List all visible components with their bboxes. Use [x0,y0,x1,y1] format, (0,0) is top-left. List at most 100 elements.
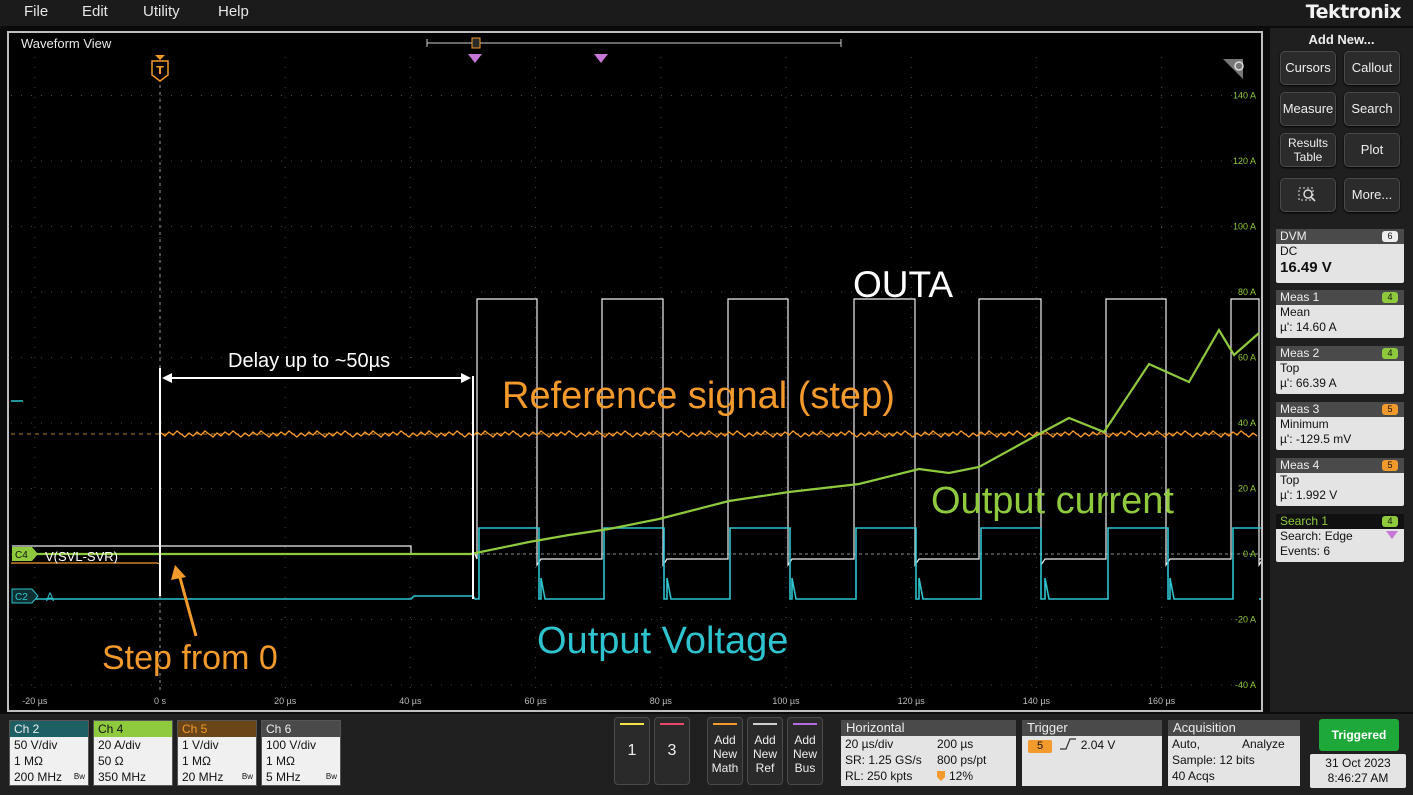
c2-badge-label: C2 [15,592,28,603]
ch2-scale: 50 V/div [10,737,88,753]
ch2-title: Ch 2 [10,721,88,737]
time-axis-label: 120 µs [898,696,926,706]
zoom-corner-icon [1223,59,1243,79]
meas-source-badge: 5 [1382,460,1398,471]
ch4-badge[interactable]: Ch 4 20 A/div 50 Ω 350 MHz [93,720,173,786]
output-current-annotation: Output current [931,480,1174,522]
menu-bar: File Edit Utility Help Tektronix [0,0,1413,26]
menu-help[interactable]: Help [218,3,249,20]
current-axis-label: 20 A [1238,484,1256,494]
menu-utility[interactable]: Utility [143,3,180,20]
reference-annotation: Reference signal (step) [502,375,895,417]
zoom-button[interactable] [1280,178,1336,212]
ch4-title: Ch 4 [94,721,172,737]
time-axis-label: 20 µs [274,696,297,706]
cursors-button[interactable]: Cursors [1280,51,1336,85]
record-length: RL: 250 kpts [845,769,913,783]
time-axis-label: 160 µs [1148,696,1176,706]
ch6-title: Ch 6 [262,721,340,737]
time-axis-label: 60 µs [524,696,547,706]
search-mark-icon [594,54,608,63]
ref-color-bar [753,723,777,725]
horizontal-title: Horizontal [841,720,1016,736]
outa-waveform [411,298,1261,567]
menu-file[interactable]: File [24,3,49,20]
time-axis-label: 140 µs [1023,696,1051,706]
add-new-bus-label: Add New Bus [792,733,817,775]
trigger-status-button[interactable]: Triggered [1319,719,1399,751]
search-source-badge: 4 [1382,516,1398,527]
search-button[interactable]: Search [1344,92,1400,126]
add-new-ref-button[interactable]: Add New Ref [747,717,783,785]
horizontal-scale: 20 µs/div [845,737,894,751]
ch6-termination: 1 MΩ [262,753,340,769]
trigger-level: 2.04 V [1080,738,1116,752]
time-axis-label: 100 µs [772,696,800,706]
math-3-color-bar [660,723,684,725]
c2-waveform-label: A [46,590,54,604]
time: 8:46:27 AM [1327,771,1389,785]
output-current-waveform [12,327,1260,556]
acquisition-title: Acquisition [1168,720,1300,736]
search-events: Events: 6 [1280,544,1331,558]
math-3-button[interactable]: 3 [654,717,690,785]
waveform-view-title: Waveform View [21,36,112,51]
meas-type: Mean [1280,305,1311,319]
trigger-badge[interactable]: Trigger 5 2.04 V [1022,720,1162,786]
callout-button[interactable]: Callout [1344,51,1400,85]
bandwidth-limit-icon: Bw [241,772,253,781]
delay-annotation: Delay up to ~50µs [228,350,390,372]
meas-value: µ': 14.60 A [1280,320,1337,334]
meas-type: Minimum [1280,417,1329,431]
plot-button[interactable]: Plot [1344,133,1400,167]
time-axis-label: 80 µs [650,696,673,706]
meas-source-badge: 4 [1382,348,1398,359]
results-table-button[interactable]: Results Table [1280,133,1336,167]
meas-title: Meas 1 [1280,290,1320,304]
math-1-button[interactable]: 1 [614,717,650,785]
trigger-position-marker [151,60,169,82]
rising-edge-icon [1060,738,1077,750]
add-new-bus-button[interactable]: Add New Bus [787,717,823,785]
ch6-scale: 100 V/div [262,737,340,753]
meas-title: Meas 2 [1280,346,1320,360]
results-bar: Add New... Cursors Callout Measure Searc… [1270,28,1413,712]
sample-rate: SR: 1.25 GS/s [845,753,922,767]
ch4-bandwidth: 350 MHz [94,769,172,785]
math-1-color-bar [620,723,644,725]
delay-arrow-right-head [461,373,471,383]
add-new-title: Add New... [1308,32,1375,47]
time-axis-label: 0 s [154,696,167,706]
graticule [11,57,1259,693]
acquisition-badge[interactable]: Acquisition Auto,Analyze Sample: 12 bits… [1168,720,1300,786]
more-button[interactable]: More... [1344,178,1400,212]
output-voltage-annotation: Output Voltage [537,620,788,662]
measure-button[interactable]: Measure [1280,92,1336,126]
dvm-value: 16.49 V [1280,259,1332,276]
meas-title: Meas 4 [1280,458,1320,472]
horizontal-position: 12% [949,769,974,783]
acquisition-mode: Auto, [1172,737,1201,751]
add-new-math-button[interactable]: Add New Math [707,717,743,785]
add-new-ref-label: Add New Ref [752,733,777,775]
meas-value: µ': 66.39 A [1280,376,1337,390]
c4-badge-label: C4 [15,550,28,561]
ch5-title: Ch 5 [178,721,256,737]
menu-edit[interactable]: Edit [82,3,108,20]
